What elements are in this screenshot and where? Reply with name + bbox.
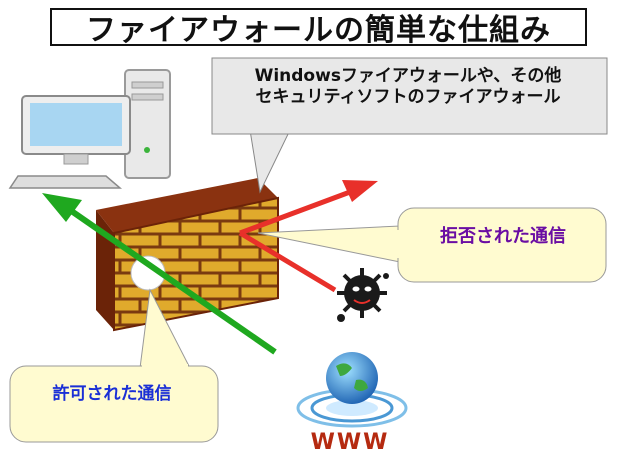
brick-wall-icon	[96, 178, 278, 330]
firewall-note-text: Windowsファイアウォールや、その他 セキュリティソフトのファイアウォール	[218, 66, 598, 109]
computer-icon	[10, 70, 170, 188]
firewall-note-line2: セキュリティソフトのファイアウォール	[218, 87, 598, 108]
globe-icon	[298, 352, 406, 426]
virus-icon	[337, 268, 389, 322]
internet-label: WWW	[310, 430, 390, 455]
firewall-note-line1: Windowsファイアウォールや、その他	[218, 66, 598, 87]
blocked-label: 拒否された通信	[408, 226, 598, 249]
allowed-label: 許可された通信	[12, 384, 212, 405]
